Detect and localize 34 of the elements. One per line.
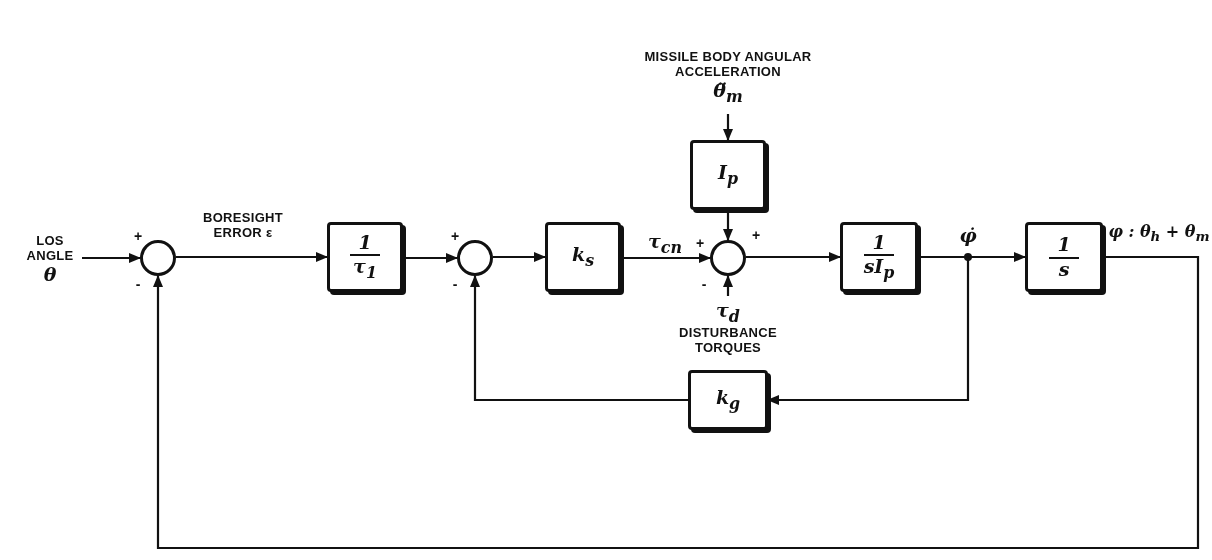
- signal-name: LOS ANGLE: [25, 234, 75, 264]
- signal-arrow: [82, 253, 141, 263]
- sign-label: +: [694, 234, 706, 252]
- signal-symbol: θ: [43, 264, 57, 286]
- signal-symbol: θ̈$_{m}$: [713, 79, 743, 106]
- signal-arrow: [403, 253, 458, 263]
- signal-arrow: [621, 253, 711, 263]
- sign-label: -: [451, 275, 459, 293]
- transfer-function-block: 1 τ$_{1}$: [327, 222, 403, 292]
- edge-label: φ̇: [957, 225, 979, 247]
- sign-label: -: [134, 275, 142, 293]
- summing-junction: [710, 240, 746, 276]
- signal-arrow: [723, 275, 733, 296]
- transfer-function-block: 1 sI$_{p}$: [840, 222, 918, 292]
- signal-arrow: [746, 252, 841, 262]
- signal-arrow: [470, 275, 688, 402]
- sign-label: +: [750, 226, 762, 244]
- gain-block: k$_{g}$: [688, 370, 768, 430]
- signal-arrow: [493, 252, 546, 262]
- sign-label: -: [700, 275, 708, 293]
- sign-label: +: [449, 227, 461, 245]
- signal-name: DISTURBANCE TORQUES: [678, 326, 778, 356]
- sign-label: +: [132, 227, 144, 245]
- transfer-function-block: 1 s: [1025, 222, 1103, 292]
- summing-junction: [457, 240, 493, 276]
- signal-name: MISSILE BODY ANGULAR ACCELERATION: [643, 50, 813, 80]
- signal-arrow: [723, 210, 733, 241]
- signal-arrow: [723, 114, 733, 141]
- gain-block: I$_{p}$: [690, 140, 766, 210]
- summing-junction: [140, 240, 176, 276]
- signal-arrow: [153, 255, 1200, 550]
- signal-arrow: [176, 252, 328, 262]
- signal-symbol: τ$_{d}$: [716, 300, 740, 327]
- gain-block: k$_{s}$: [545, 222, 621, 292]
